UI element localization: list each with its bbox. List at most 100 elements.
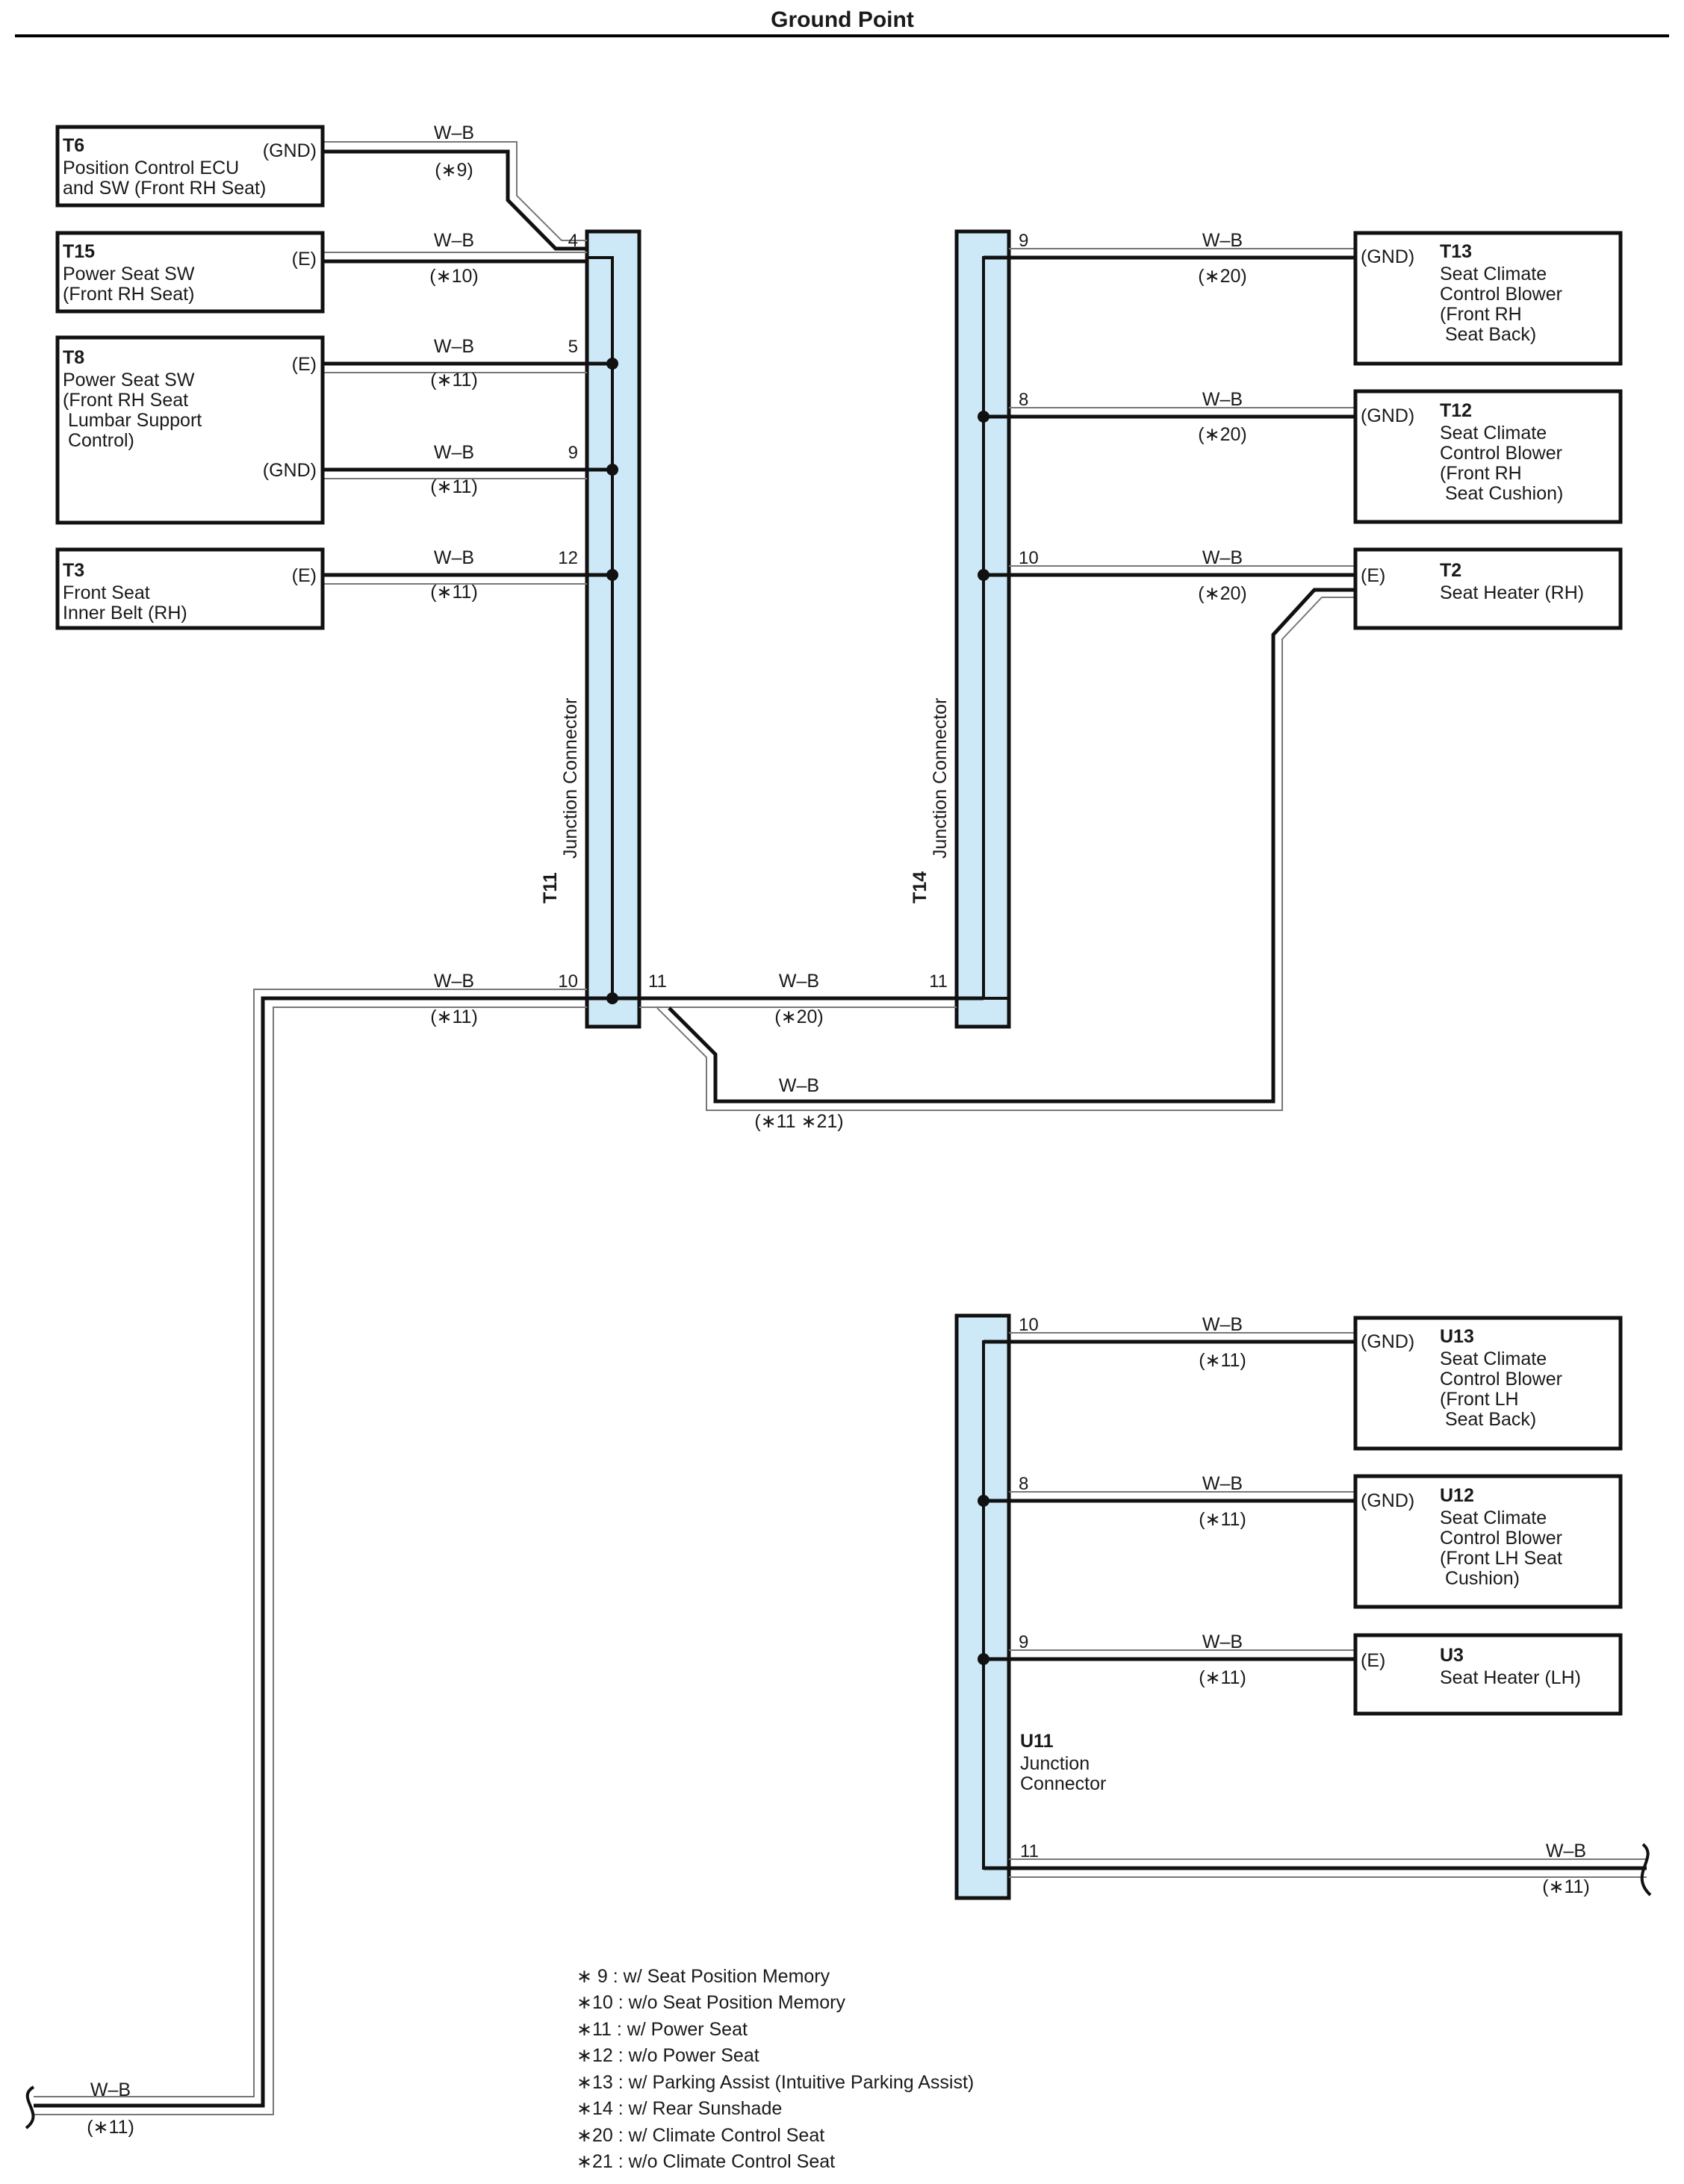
component-label-line: Seat Climate bbox=[1440, 1508, 1547, 1528]
component-label-line: Front Seat bbox=[63, 582, 150, 603]
pin-number: 4 bbox=[568, 231, 578, 251]
component-label-line: Seat Cushion) bbox=[1440, 483, 1563, 504]
wire-color-label: W–B bbox=[779, 1075, 819, 1096]
component-t8-text: T8 Power Seat SW (Front RH Seat Lumbar S… bbox=[63, 347, 317, 481]
component-u12-text: (GND) U12 Seat Climate Control Blower (F… bbox=[1361, 1485, 1562, 1589]
wire-color-label: W–B bbox=[434, 547, 474, 568]
wire-color-label: W–B bbox=[434, 336, 474, 357]
junction-t11-label: T11 Junction Connector bbox=[540, 698, 581, 903]
junction-label-line: Junction bbox=[1020, 1753, 1090, 1774]
component-t6-text: T6 Position Control ECU and SW (Front RH… bbox=[63, 135, 317, 199]
component-t13 bbox=[1353, 231, 1623, 366]
footnote: ∗12 : w/o Power Seat bbox=[577, 2045, 759, 2066]
component-boxes bbox=[55, 125, 1623, 1716]
pin-number: 8 bbox=[1019, 390, 1028, 410]
pin-number: 10 bbox=[558, 971, 578, 992]
component-label-line: and SW (Front RH Seat) bbox=[63, 178, 266, 199]
wire-option-note: (∗11) bbox=[1199, 1350, 1246, 1371]
wire-color-label: W–B bbox=[434, 230, 474, 251]
pin-number: 8 bbox=[1019, 1474, 1028, 1494]
component-code: T15 bbox=[63, 241, 95, 262]
component-t2 bbox=[1353, 547, 1623, 630]
component-t15-text: T15 Power Seat SW (Front RH Seat) (E) bbox=[63, 241, 317, 305]
pin-number: 12 bbox=[558, 548, 578, 568]
pin-number: 11 bbox=[648, 971, 667, 992]
pin-number: 9 bbox=[1019, 1632, 1028, 1652]
footnote: ∗10 : w/o Seat Position Memory bbox=[577, 1992, 845, 2013]
pin-number: 9 bbox=[1019, 231, 1028, 251]
footnote: ∗21 : w/o Climate Control Seat bbox=[577, 2151, 835, 2172]
component-u12 bbox=[1353, 1474, 1623, 1609]
wire-option-note: (∗11 ∗21) bbox=[754, 1111, 843, 1132]
wire-color-label: W–B bbox=[1202, 1473, 1243, 1494]
terminal-label: (E) bbox=[1361, 1650, 1385, 1671]
pin-number: 10 bbox=[1019, 1315, 1039, 1335]
component-t8 bbox=[55, 335, 325, 525]
terminal-label: (GND) bbox=[1361, 405, 1414, 426]
component-u13-text: (GND) U13 Seat Climate Control Blower (F… bbox=[1361, 1326, 1562, 1430]
wire-color-label: W–B bbox=[1202, 389, 1243, 410]
component-label-line: Seat Back) bbox=[1440, 1409, 1536, 1430]
component-code: T12 bbox=[1440, 400, 1472, 421]
component-code: T8 bbox=[63, 347, 84, 368]
wire-color-label: W–B bbox=[1202, 547, 1243, 568]
terminal-label: (GND) bbox=[1361, 1490, 1414, 1511]
wire-option-note: (∗11) bbox=[1199, 1509, 1246, 1530]
component-label-line: Lumbar Support bbox=[63, 410, 202, 431]
component-label-line: Seat Back) bbox=[1440, 324, 1536, 345]
wire-option-note: (∗11) bbox=[1542, 1876, 1590, 1897]
junction-t14-label: T14 Junction Connector bbox=[910, 698, 951, 903]
component-label-line: (Front RH bbox=[1440, 304, 1522, 325]
terminal-label: (E) bbox=[292, 249, 317, 270]
pin-number: 11 bbox=[1020, 1841, 1039, 1861]
junction-code: T14 bbox=[910, 871, 930, 903]
wire-labels: W–B (∗9) W–B (∗10) 4 W–B (∗11) 5 W–B (∗1… bbox=[87, 122, 1590, 2138]
terminal-label: (E) bbox=[292, 565, 317, 586]
wire-color-label: W–B bbox=[434, 122, 474, 143]
wire-color-label: W–B bbox=[779, 971, 819, 992]
component-code: U3 bbox=[1440, 1645, 1464, 1666]
component-label-line: Seat Heater (LH) bbox=[1440, 1667, 1581, 1688]
wire-break-left bbox=[25, 2085, 35, 2129]
component-label-line: Position Control ECU bbox=[63, 158, 239, 178]
component-code: T13 bbox=[1440, 241, 1472, 262]
terminal-label: (GND) bbox=[263, 140, 317, 161]
footnote: ∗13 : w/ Parking Assist (Intuitive Parki… bbox=[577, 2072, 974, 2093]
wire-color-label: W–B bbox=[434, 442, 474, 463]
wire-bypass-sheath bbox=[656, 597, 1355, 1111]
wires bbox=[25, 141, 1652, 2129]
wire-option-note: (∗11) bbox=[430, 476, 478, 497]
terminal-label: (GND) bbox=[263, 460, 317, 481]
footnote: ∗ 9 : w/ Seat Position Memory bbox=[577, 1966, 830, 1987]
wire-t11-10-sheath-outer bbox=[34, 989, 587, 2097]
component-label-line: Inner Belt (RH) bbox=[63, 603, 187, 623]
wire-break-right bbox=[1640, 1843, 1652, 1897]
wire-color-label: W–B bbox=[90, 2079, 131, 2100]
component-label-line: Cushion) bbox=[1440, 1568, 1520, 1589]
junction-label: Junction Connector bbox=[930, 698, 951, 859]
component-t3-text: T3 Front Seat Inner Belt (RH) (E) bbox=[63, 560, 317, 623]
component-label-line: (Front RH bbox=[1440, 463, 1522, 484]
component-label-line: (Front RH Seat) bbox=[63, 284, 194, 305]
component-label-line: Power Seat SW bbox=[63, 264, 195, 284]
footnotes: ∗ 9 : w/ Seat Position Memory ∗10 : w/o … bbox=[577, 1966, 974, 2172]
component-label-line: (Front LH Seat bbox=[1440, 1548, 1562, 1569]
wire-color-label: W–B bbox=[434, 971, 474, 992]
footnote: ∗11 : w/ Power Seat bbox=[577, 2019, 748, 2040]
component-label-line: Control Blower bbox=[1440, 1369, 1562, 1390]
component-label-line: Power Seat SW bbox=[63, 370, 195, 391]
component-label-line: (Front RH Seat bbox=[63, 390, 188, 411]
wire-t6 bbox=[323, 149, 587, 251]
wire-t6-sheath bbox=[323, 141, 587, 241]
wire-option-note: (∗20) bbox=[1198, 266, 1246, 287]
component-label-line: Control Blower bbox=[1440, 1528, 1562, 1549]
component-label-line: Seat Climate bbox=[1440, 423, 1547, 444]
component-label-line: Control Blower bbox=[1440, 443, 1562, 464]
page-title: Ground Point bbox=[771, 7, 914, 32]
wire-option-note: (∗11) bbox=[1199, 1667, 1246, 1688]
t11-bus bbox=[587, 256, 614, 998]
component-t3 bbox=[55, 547, 325, 630]
component-label-line: Control) bbox=[63, 430, 134, 451]
pin-number: 10 bbox=[1019, 548, 1039, 568]
